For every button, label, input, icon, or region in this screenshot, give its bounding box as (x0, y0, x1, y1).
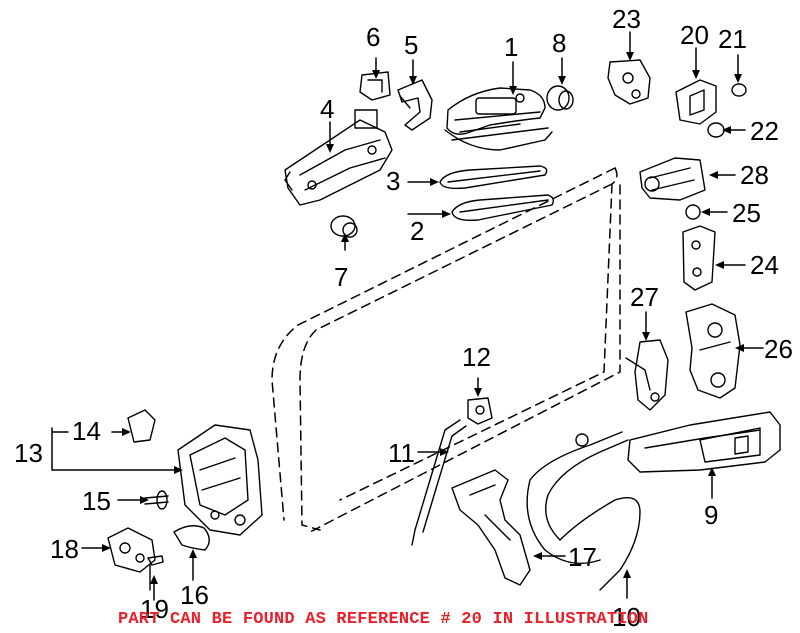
lock-cap (546, 85, 574, 111)
leader-lines (51, 31, 764, 601)
lock-seal (173, 525, 210, 551)
callout-13: 13 (14, 438, 43, 468)
handle-gasket-lower (451, 194, 555, 222)
callout-11: 11 (388, 438, 415, 468)
lock-rod (411, 419, 467, 546)
bracket (397, 79, 433, 131)
plug (330, 215, 358, 238)
striker (675, 79, 717, 125)
callout-19: 19 (140, 594, 169, 624)
callout-9: 9 (704, 500, 719, 530)
callout-25: 25 (732, 198, 761, 228)
door-lock-actuator (177, 424, 263, 536)
check-bracket (607, 59, 651, 105)
cable-bracket (625, 339, 669, 411)
door-check (639, 157, 706, 201)
callout-15: 15 (82, 486, 111, 516)
bump-stop (707, 122, 725, 138)
callout-18: 18 (50, 534, 79, 564)
connector (127, 409, 156, 443)
arrow-heads (102, 52, 744, 584)
callout-12: 12 (462, 342, 491, 372)
screw (147, 555, 164, 591)
callout-4: 4 (320, 94, 335, 124)
callout-8: 8 (552, 28, 567, 58)
callout-2: 2 (410, 216, 425, 246)
callout-3: 3 (386, 166, 401, 196)
lock-shield (451, 469, 531, 586)
callout-6: 6 (366, 22, 381, 52)
callout-24: 24 (750, 250, 779, 280)
handle-carrier (284, 109, 393, 206)
door-outline (271, 167, 621, 533)
callout-5: 5 (404, 30, 419, 60)
release-cable (526, 431, 641, 591)
inner-door-handle (627, 411, 781, 473)
callout-21: 21 (718, 24, 747, 54)
callout-20: 20 (680, 20, 709, 50)
callout-22: 22 (750, 116, 779, 146)
hinge (682, 225, 716, 291)
callout-27: 27 (630, 282, 659, 312)
rod-clip (467, 397, 493, 425)
callout-10: 10 (612, 602, 641, 632)
callout-7: 7 (334, 262, 349, 292)
clip (359, 71, 391, 101)
handle-gasket-upper (439, 165, 548, 190)
striker-plate (107, 527, 156, 573)
callout-17: 17 (568, 542, 597, 572)
grommet (685, 204, 701, 220)
lower-hinge (685, 303, 741, 399)
bolt (144, 490, 169, 510)
callout-26: 26 (764, 334, 793, 364)
callout-28: 28 (740, 160, 769, 190)
callout-16: 16 (180, 580, 209, 610)
plug-small (731, 83, 747, 97)
callout-14: 14 (72, 416, 101, 446)
callout-23: 23 (612, 4, 641, 34)
footer-note: PART CAN BE FOUND AS REFERENCE # 20 IN I… (118, 610, 649, 629)
callout-1: 1 (504, 32, 519, 62)
outer-door-handle (444, 87, 553, 151)
